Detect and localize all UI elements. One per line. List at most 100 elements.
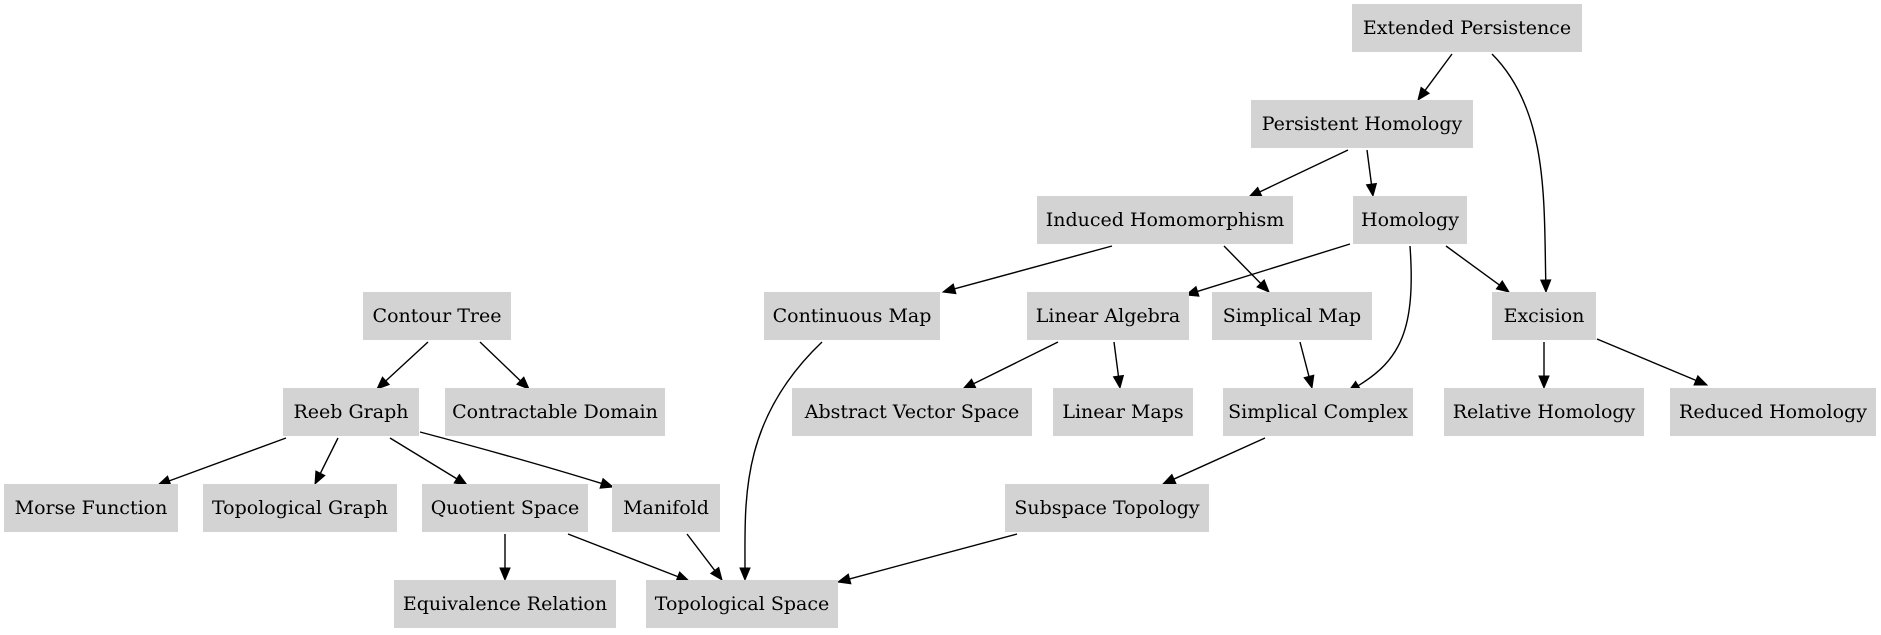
node-reeb-graph: Reeb Graph — [283, 388, 419, 436]
node-box — [1005, 484, 1209, 532]
node-label: Subspace Topology — [1014, 497, 1199, 519]
node-label: Homology — [1361, 209, 1459, 231]
node-box — [646, 580, 838, 628]
node-subspace-topology: Subspace Topology — [1005, 484, 1209, 532]
arrowhead — [709, 566, 723, 582]
edge-line — [479, 341, 521, 382]
arrowhead — [376, 376, 391, 390]
arrowhead — [314, 470, 326, 486]
node-label: Relative Homology — [1453, 401, 1636, 423]
node-linear-algebra: Linear Algebra — [1027, 292, 1189, 340]
edge-line — [1357, 245, 1412, 387]
node-label: Manifold — [623, 497, 709, 519]
node-topological-graph: Topological Graph — [203, 484, 397, 532]
node-reduced-homology: Reduced Homology — [1670, 388, 1876, 436]
edge-line — [954, 245, 1113, 290]
node-box — [422, 484, 588, 532]
node-simplical-complex: Simplical Complex — [1223, 388, 1413, 436]
node-label: Contractable Domain — [452, 401, 658, 423]
node-box — [1251, 100, 1473, 148]
edge-line — [419, 431, 602, 485]
node-contractable-domain: Contractable Domain — [445, 388, 665, 436]
node-box — [394, 580, 616, 628]
edge-line — [1445, 245, 1500, 286]
arrowhead — [1693, 374, 1709, 386]
node-box — [1027, 292, 1189, 340]
edge-line — [1113, 341, 1120, 377]
node-equivalence-relation: Equivalence Relation — [394, 580, 616, 628]
edge-continuous-map-to-topological-space — [739, 341, 823, 582]
edge-line — [1424, 53, 1453, 91]
edge-line — [319, 437, 339, 474]
edge-line — [1173, 437, 1266, 480]
edge-induced-homomorphism-to-simplical-map — [1223, 245, 1270, 293]
node-label: Equivalence Relation — [403, 593, 607, 615]
node-extended-persistence: Extended Persistence — [1352, 4, 1582, 52]
node-abstract-vector-space: Abstract Vector Space — [792, 388, 1032, 436]
arrowhead — [1539, 279, 1552, 294]
node-box — [283, 388, 419, 436]
edge-extended-persistence-to-excision — [1491, 53, 1552, 294]
edge-reeb-graph-to-manifold — [419, 431, 615, 489]
node-box — [1444, 388, 1644, 436]
node-contour-tree: Contour Tree — [363, 292, 511, 340]
node-box — [764, 292, 940, 340]
node-box — [1037, 196, 1293, 244]
edge-line — [686, 533, 716, 571]
node-simplical-map: Simplical Map — [1212, 292, 1372, 340]
arrowhead — [941, 283, 957, 295]
arrowhead — [1417, 86, 1431, 102]
arrowhead — [1365, 182, 1378, 198]
node-box — [363, 292, 511, 340]
node-homology: Homology — [1353, 196, 1467, 244]
node-label: Excision — [1504, 305, 1585, 327]
node-label: Continuous Map — [773, 305, 932, 327]
edge-persistent-homology-to-induced-homomorphism — [1247, 149, 1349, 198]
node-label: Simplical Map — [1223, 305, 1361, 327]
edge-homology-to-linear-algebra — [1184, 243, 1351, 297]
node-box — [1352, 4, 1582, 52]
node-linear-maps: Linear Maps — [1053, 388, 1193, 436]
node-label: Quotient Space — [431, 497, 580, 519]
node-continuous-map: Continuous Map — [764, 292, 940, 340]
edge-homology-to-excision — [1445, 245, 1511, 293]
node-label: Simplical Complex — [1228, 401, 1408, 423]
arrowhead — [1184, 285, 1200, 297]
edge-line — [1366, 149, 1373, 185]
node-manifold: Manifold — [612, 484, 720, 532]
edge-line — [973, 341, 1059, 385]
node-box — [1053, 388, 1193, 436]
arrowhead — [1538, 375, 1550, 390]
arrowhead — [1303, 374, 1315, 390]
edge-line — [849, 533, 1018, 580]
node-label: Linear Maps — [1062, 401, 1183, 423]
edge-simplical-complex-to-subspace-topology — [1161, 437, 1266, 485]
node-label: Linear Algebra — [1036, 305, 1180, 327]
edge-manifold-to-topological-space — [686, 533, 723, 582]
node-label: Induced Homomorphism — [1046, 209, 1284, 231]
edge-linear-algebra-to-abstract-vector-space — [961, 341, 1059, 390]
node-morse-function: Morse Function — [4, 484, 178, 532]
node-label: Persistent Homology — [1262, 113, 1463, 135]
node-label: Extended Persistence — [1363, 17, 1571, 39]
edge-line — [169, 437, 287, 482]
node-label: Contour Tree — [373, 305, 502, 327]
arrowhead — [1256, 279, 1270, 293]
arrowhead — [961, 378, 977, 390]
arrowhead — [599, 477, 615, 489]
edge-reeb-graph-to-morse-function — [156, 437, 287, 487]
arrowhead — [1161, 473, 1177, 485]
edge-line — [385, 341, 429, 382]
edge-contour-tree-to-contractable-domain — [479, 341, 530, 390]
node-box — [1223, 388, 1413, 436]
edge-linear-algebra-to-linear-maps — [1112, 341, 1125, 390]
edge-persistent-homology-to-homology — [1365, 149, 1378, 198]
edge-excision-to-relative-homology — [1538, 342, 1550, 390]
node-box — [1670, 388, 1876, 436]
edge-quotient-space-to-topological-space — [567, 533, 691, 582]
node-label: Reduced Homology — [1679, 401, 1867, 423]
node-box — [203, 484, 397, 532]
node-box — [792, 388, 1032, 436]
edge-reeb-graph-to-topological-graph — [314, 437, 339, 486]
